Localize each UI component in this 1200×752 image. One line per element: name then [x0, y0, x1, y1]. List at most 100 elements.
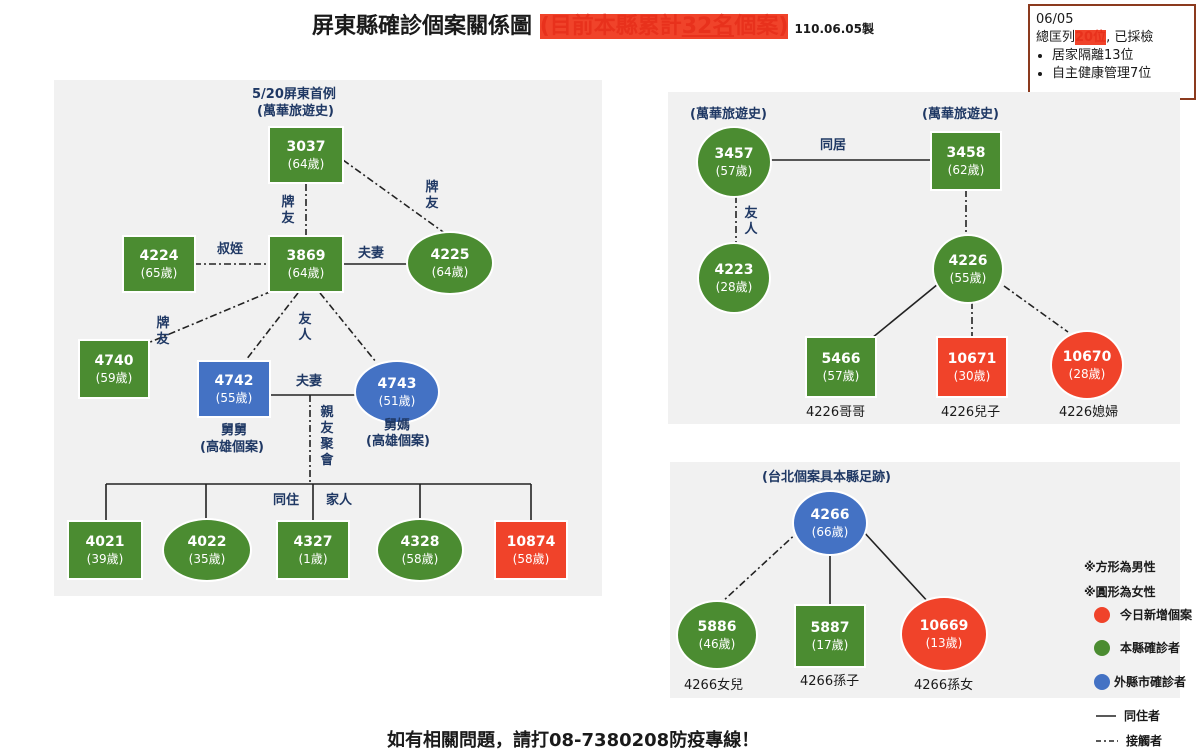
- legend-blue-dot-icon: [1094, 674, 1110, 690]
- case-node[interactable]: 5887 (17歲): [794, 604, 866, 668]
- case-node[interactable]: 4022 (35歲): [162, 518, 252, 582]
- case-node[interactable]: 4225 (64歲): [406, 231, 494, 295]
- title-date: 110.06.05製: [794, 22, 875, 36]
- caption-uncle: 舅舅: [221, 423, 248, 438]
- info-bullets: 居家隔離13位 自主健康管理7位: [1036, 47, 1188, 83]
- legend-square-male: ※方形為男性: [1084, 560, 1156, 574]
- info-bullet: 居家隔離13位: [1052, 47, 1188, 65]
- edge-4226-5466: [871, 283, 939, 339]
- edge-label-card-friends: 牌友: [425, 180, 439, 211]
- case-id: 4740: [94, 353, 134, 369]
- edge-label-card-friends: 牌友: [281, 195, 295, 226]
- title-paren-close: 個案): [734, 14, 789, 39]
- legend-new-today: 今日新增個案: [1120, 608, 1193, 622]
- case-id: 4742: [214, 373, 254, 389]
- info-bullet: 自主健康管理7位: [1052, 65, 1188, 83]
- edge-4266-5886: [721, 529, 801, 603]
- case-age: (28歲): [1068, 367, 1106, 381]
- caption-wanhua-travel: (萬華旅遊史): [922, 107, 999, 122]
- case-id: 5887: [810, 620, 850, 636]
- edge-3869-4742: [245, 292, 299, 361]
- case-age: (64歲): [287, 157, 325, 171]
- edge-4226-10670: [1003, 285, 1069, 333]
- case-age: (66歲): [811, 525, 849, 539]
- case-node[interactable]: 3458 (62歲): [930, 131, 1002, 191]
- edge-label-family: 家人: [326, 493, 353, 508]
- edge-label-cohabit: 同居: [820, 138, 847, 153]
- case-age: (58歲): [512, 552, 550, 566]
- edge-3037-4225: [342, 159, 447, 235]
- legend-external-case: 外縣市確診者: [1114, 675, 1187, 689]
- case-age: (65歲): [140, 266, 178, 280]
- case-node[interactable]: 10670 (28歲): [1050, 330, 1124, 400]
- info-prefix: 總匡列: [1036, 30, 1076, 45]
- case-id: 3457: [714, 146, 754, 162]
- caption-relation: 4226兒子: [941, 405, 1001, 420]
- edge-label-cohabit: 同住: [273, 493, 300, 508]
- case-node[interactable]: 4224 (65歲): [122, 235, 196, 293]
- case-node[interactable]: 3869 (64歲): [268, 235, 344, 293]
- case-id: 3037: [286, 139, 326, 155]
- title-paren-open: (目前本縣累計: [539, 14, 682, 39]
- case-age: (46歲): [698, 637, 736, 651]
- legend-contact: 接觸者: [1126, 734, 1163, 748]
- case-node[interactable]: 4742 (55歲): [197, 360, 271, 418]
- footer-hotline: 如有相關問題，請打08-7380208防疫專線！: [387, 730, 760, 751]
- case-id: 5886: [697, 619, 737, 635]
- case-node[interactable]: 10669 (13歲): [900, 596, 988, 672]
- edge-label-spouses: 夫妻: [296, 374, 323, 389]
- caption-wanhua-travel: (萬華旅遊史): [257, 104, 334, 119]
- caption-aunt: 舅媽: [384, 418, 411, 433]
- case-age: (1歲): [298, 552, 328, 566]
- case-node[interactable]: 4021 (39歲): [67, 520, 143, 580]
- info-suffix: , 已採檢: [1106, 30, 1154, 45]
- case-node[interactable]: 4743 (51歲): [354, 360, 440, 424]
- case-node[interactable]: 4327 (1歲): [276, 520, 350, 580]
- edge-label-friends: 友人: [744, 206, 758, 237]
- case-id: 3458: [946, 145, 986, 161]
- case-node[interactable]: 4223 (28歲): [697, 242, 771, 314]
- case-age: (39歲): [86, 552, 124, 566]
- case-node[interactable]: 10874 (58歲): [494, 520, 568, 580]
- case-node[interactable]: 4740 (59歲): [78, 339, 150, 399]
- case-node[interactable]: 3457 (57歲): [696, 126, 772, 198]
- legend-local-case: 本縣確診者: [1120, 641, 1181, 655]
- case-id: 10670: [1062, 349, 1112, 365]
- info-count: 20位: [1075, 30, 1107, 45]
- case-node[interactable]: 4226 (55歲): [932, 234, 1004, 304]
- case-age: (55歲): [215, 391, 253, 405]
- info-summary: 總匡列20位, 已採檢: [1036, 29, 1188, 47]
- case-node[interactable]: 4266 (66歲): [792, 490, 868, 556]
- case-age: (28歲): [715, 280, 753, 294]
- case-id: 4743: [377, 376, 417, 392]
- case-age: (59歲): [95, 371, 133, 385]
- case-node[interactable]: 5886 (46歲): [676, 600, 758, 670]
- edge-label-friends: 友人: [298, 312, 312, 343]
- case-age: (55歲): [949, 271, 987, 285]
- legend-green-dot-icon: [1094, 640, 1110, 656]
- case-node[interactable]: 5466 (57歲): [805, 336, 877, 398]
- case-node[interactable]: 10671 (30歲): [936, 336, 1008, 398]
- legend-cohabitant: 同住者: [1124, 709, 1161, 723]
- case-age: (58歲): [401, 552, 439, 566]
- case-id: 5466: [821, 351, 861, 367]
- case-id: 4266: [810, 507, 850, 523]
- case-age: (30歲): [953, 369, 991, 383]
- case-node[interactable]: 4328 (58歲): [376, 518, 464, 582]
- edge-label-gathering: 親友聚會: [320, 405, 334, 468]
- edge-label-spouses: 夫妻: [358, 246, 385, 261]
- caption-kaohsiung-case: (高雄個案): [200, 440, 264, 455]
- case-id: 4021: [85, 534, 125, 550]
- case-node[interactable]: 3037 (64歲): [268, 126, 344, 184]
- caption-relation: 4226媳婦: [1059, 405, 1119, 420]
- info-date: 06/05: [1036, 12, 1074, 27]
- case-id: 10874: [506, 534, 556, 550]
- caption-taipei-case: (台北個案具本縣足跡): [762, 470, 891, 485]
- case-id: 4223: [714, 262, 754, 278]
- case-age: (13歲): [925, 636, 963, 650]
- caption-relation: 4266孫子: [800, 674, 860, 689]
- case-id: 4226: [948, 253, 988, 269]
- case-id: 4328: [400, 534, 440, 550]
- legend-red-dot-icon: [1094, 607, 1110, 623]
